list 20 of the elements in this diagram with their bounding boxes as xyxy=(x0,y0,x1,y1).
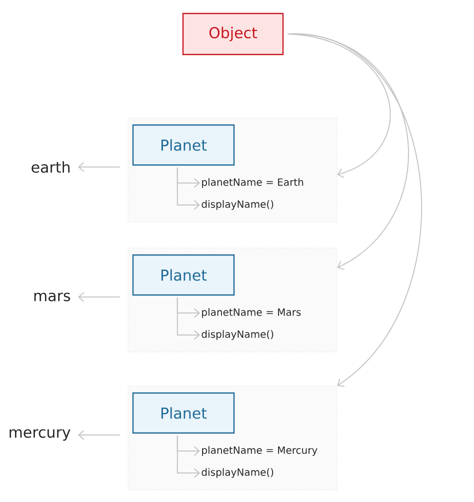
variable-label: mars xyxy=(34,292,70,302)
class-box: Planet xyxy=(132,392,235,434)
arrow xyxy=(176,297,200,340)
class-box: Planet xyxy=(132,124,235,166)
arrow xyxy=(176,167,200,210)
member-label: displayName() xyxy=(202,330,274,340)
member-label: planetName = Earth xyxy=(202,178,304,188)
class-box: Planet xyxy=(132,254,235,296)
arrow xyxy=(287,34,422,387)
member-label: planetName = Mercury xyxy=(202,446,318,456)
arrow xyxy=(78,292,120,302)
variable-label: mercury xyxy=(10,429,70,441)
arrow xyxy=(176,435,200,478)
member-label: planetName = Mars xyxy=(202,308,301,318)
member-label: displayName() xyxy=(202,468,274,478)
class-box: Object xyxy=(182,12,284,56)
member-label: displayName() xyxy=(202,200,274,210)
variable-label: earth xyxy=(32,161,70,173)
arrow xyxy=(78,162,120,172)
arrow xyxy=(78,430,120,440)
